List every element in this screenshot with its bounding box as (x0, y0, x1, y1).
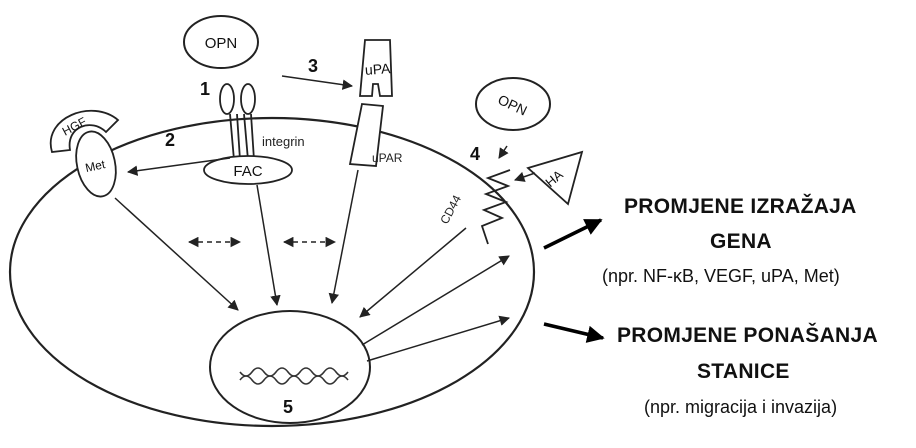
gene-expression-title-line2: GENA (710, 230, 772, 253)
arrow-ha-cd44 (514, 171, 536, 182)
arrow-nucleus-out-1 (361, 255, 510, 346)
label-4: 4 (470, 144, 480, 164)
arrow-fac-nucleus (256, 184, 281, 307)
cell-membrane (8, 116, 536, 428)
upar-shape (348, 103, 385, 167)
cd44-label: CD44 (437, 192, 464, 226)
fac-label: FAC (233, 163, 262, 180)
arrow-opn-cd44 (498, 145, 509, 159)
dna-helix-icon (239, 367, 349, 385)
cell-behavior-title-line2: STANICE (697, 360, 790, 383)
integrin-label: integrin (262, 134, 305, 149)
cd44-receptor (480, 169, 511, 245)
ha-shape (526, 150, 584, 206)
label-5: 5 (283, 397, 293, 417)
gene-expression-examples: (npr. NF-κB, VEGF, uPA, Met) (602, 266, 840, 286)
met-shape (75, 130, 117, 198)
arrow-nucleus-out-2 (366, 315, 511, 362)
upa-label: uPA (364, 60, 391, 78)
opn-right-shape (475, 77, 551, 131)
output-arrows (543, 218, 605, 343)
arrow-cd44-nucleus (359, 227, 467, 318)
signal-arrows (114, 75, 536, 362)
cell-behavior-title-line1: PROMJENE PONAŠANJA (617, 324, 878, 347)
arrow-upar-nucleus (328, 169, 359, 305)
arrow-2 (126, 157, 231, 176)
nucleus (209, 310, 371, 424)
gene-expression-title-line1: PROMJENE IZRAŽAJA (624, 195, 857, 218)
arrow-met-nucleus (114, 197, 239, 311)
fac-shape (203, 155, 293, 185)
label-3: 3 (308, 56, 318, 76)
output-arrow-behavior (543, 322, 605, 343)
integrin-receptor (219, 83, 256, 161)
met-label: Met (84, 157, 107, 175)
upa-shape (359, 39, 393, 97)
label-1: 1 (200, 79, 210, 99)
opn-top-label: OPN (205, 35, 238, 52)
arrow-3 (281, 75, 354, 90)
opn-top-shape (183, 15, 259, 69)
label-2: 2 (165, 130, 175, 150)
upar-label: uPAR (372, 151, 403, 165)
output-arrow-gene (543, 218, 603, 250)
cell-behavior-examples: (npr. migracija i invazija) (644, 397, 838, 417)
hgf-shape (49, 110, 120, 153)
